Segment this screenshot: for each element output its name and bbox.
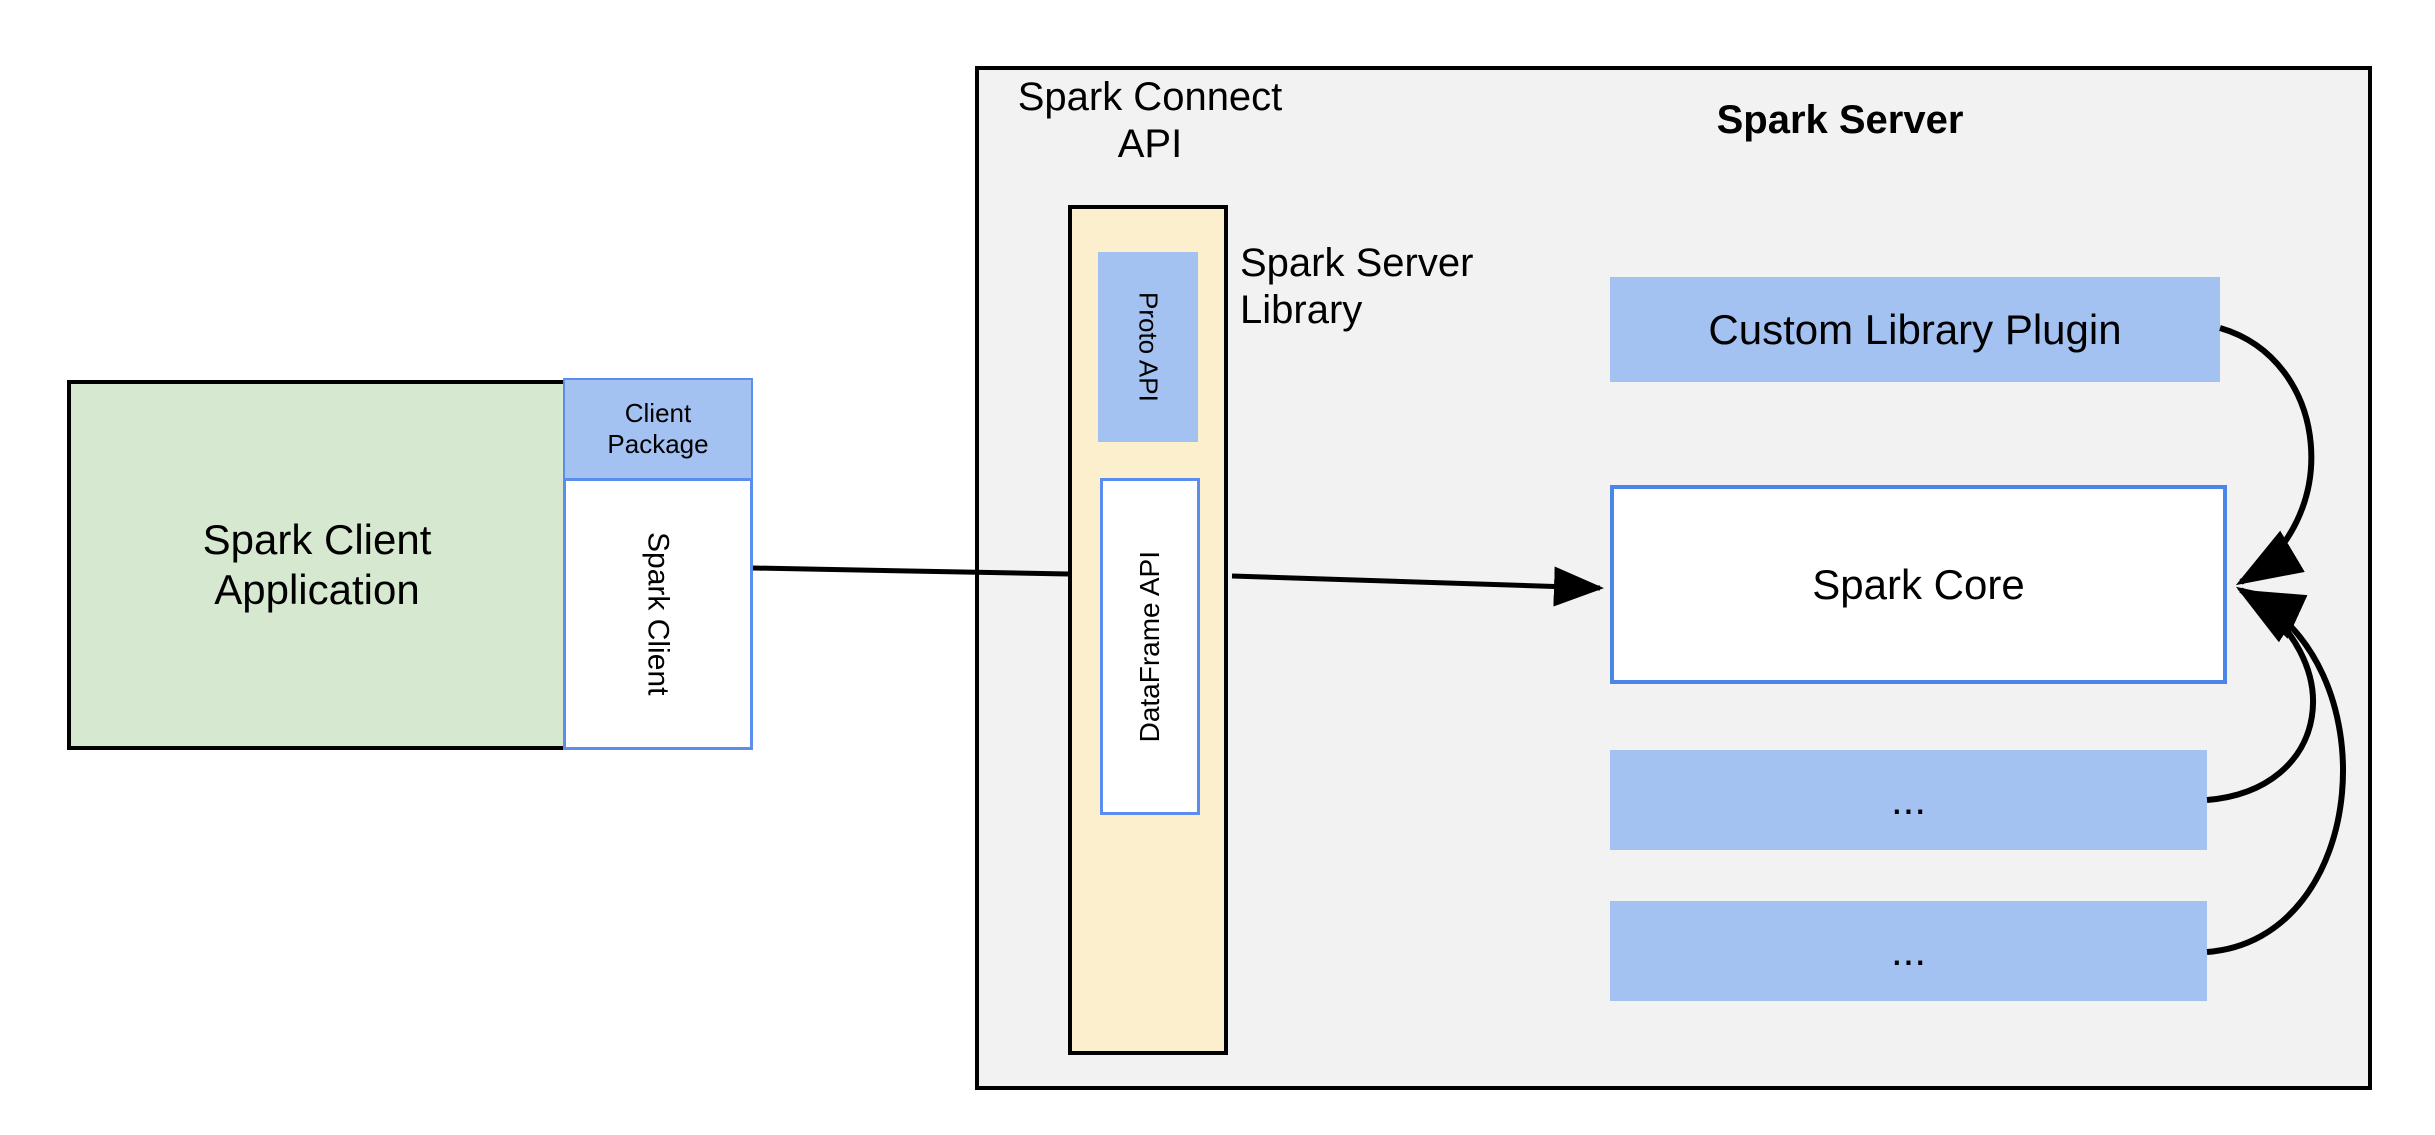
spark-server-title: Spark Server (1716, 98, 1964, 143)
custom-library-plugin-box[interactable]: Custom Library Plugin (1610, 277, 2220, 382)
spark-client-application-label-line1: Spark Client (202, 516, 432, 564)
client-package-box[interactable]: Client Package (563, 378, 753, 480)
proto-api-box[interactable]: Proto API (1098, 252, 1198, 442)
spark-client-box[interactable]: Spark Client (563, 478, 753, 750)
server-component-ellipsis-2-label: ... (1890, 927, 1926, 975)
spark-server-library-label: Spark Server Library (1240, 240, 1540, 350)
spark-connect-api-label: Spark Connect API (1000, 66, 1300, 176)
server-component-ellipsis-1-label: ... (1890, 776, 1926, 824)
spark-server-library-label-line2: Library (1240, 288, 1363, 333)
spark-server-library-label-line1: Spark Server (1240, 241, 1474, 285)
client-package-label-line1: Client (624, 398, 692, 429)
spark-connect-api-label-line1: Spark Connect (1017, 75, 1283, 119)
spark-core-label: Spark Core (1812, 560, 2025, 608)
client-package-label-line2: Package (607, 429, 709, 459)
server-component-ellipsis-2[interactable]: ... (1610, 901, 2207, 1001)
spark-client-application-box[interactable]: Spark Client Application (67, 380, 567, 750)
spark-core-box[interactable]: Spark Core (1610, 485, 2227, 684)
custom-library-plugin-label: Custom Library Plugin (1708, 305, 2122, 353)
spark-connect-api-label-line2: API (1117, 122, 1183, 167)
dataframe-api-label: DataFrame API (1134, 550, 1166, 743)
dataframe-api-box[interactable]: DataFrame API (1100, 478, 1200, 815)
spark-client-label: Spark Client (641, 532, 675, 696)
proto-api-label: Proto API (1133, 292, 1164, 402)
spark-client-application-label-line2: Application (214, 566, 420, 613)
server-component-ellipsis-1[interactable]: ... (1610, 750, 2207, 850)
